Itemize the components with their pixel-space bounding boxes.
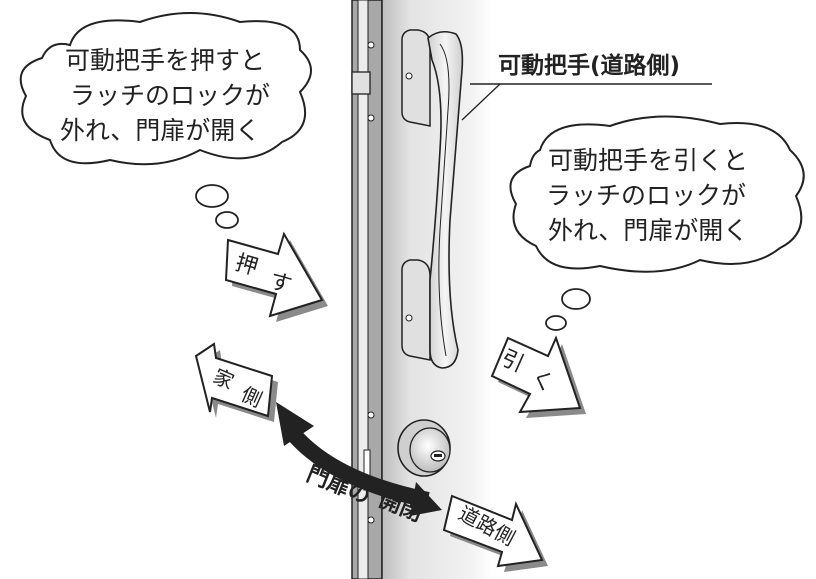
push-thought-bubble: 可動把手を押すと ラッチのロックが 外れ、門扉が開く <box>19 12 312 229</box>
pull-bubble-line-3: 外れ、門扉が開く <box>548 216 748 245</box>
pull-bubble-line-2: ラッチのロックが <box>546 181 746 210</box>
push-arrow: 押 す <box>224 231 328 322</box>
swing-arrow-head-left <box>276 402 314 446</box>
pull-thought-bubble: 可動把手を引くと ラッチのロックが 外れ、門扉が開く <box>509 115 805 331</box>
screw-icon <box>367 516 375 524</box>
thought-dot <box>561 288 591 310</box>
movable-handle <box>401 29 464 369</box>
swing-arrow-head-right <box>410 482 442 516</box>
handle-label: 可動把手(道路側) <box>498 52 680 79</box>
screw-icon <box>367 114 375 122</box>
latch-bolt <box>351 71 371 95</box>
screw-icon <box>367 41 375 49</box>
thought-dot <box>545 315 567 331</box>
handle-label-callout: 可動把手(道路側) <box>461 52 712 121</box>
push-bubble-line-3: 外れ、門扉が開く <box>60 116 260 145</box>
push-bubble-line-1: 可動把手を押すと <box>65 46 265 75</box>
pull-bubble-line-1: 可動把手を引くと <box>548 146 748 175</box>
pull-arrow: 引 く <box>490 335 586 418</box>
thought-dot <box>215 211 239 229</box>
key-cylinder <box>397 419 451 477</box>
push-bubble-line-2: ラッチのロックが <box>70 81 270 110</box>
house-side-arrow: 家 側 <box>194 342 278 422</box>
screw-icon <box>367 411 375 419</box>
thought-dot <box>195 184 229 208</box>
